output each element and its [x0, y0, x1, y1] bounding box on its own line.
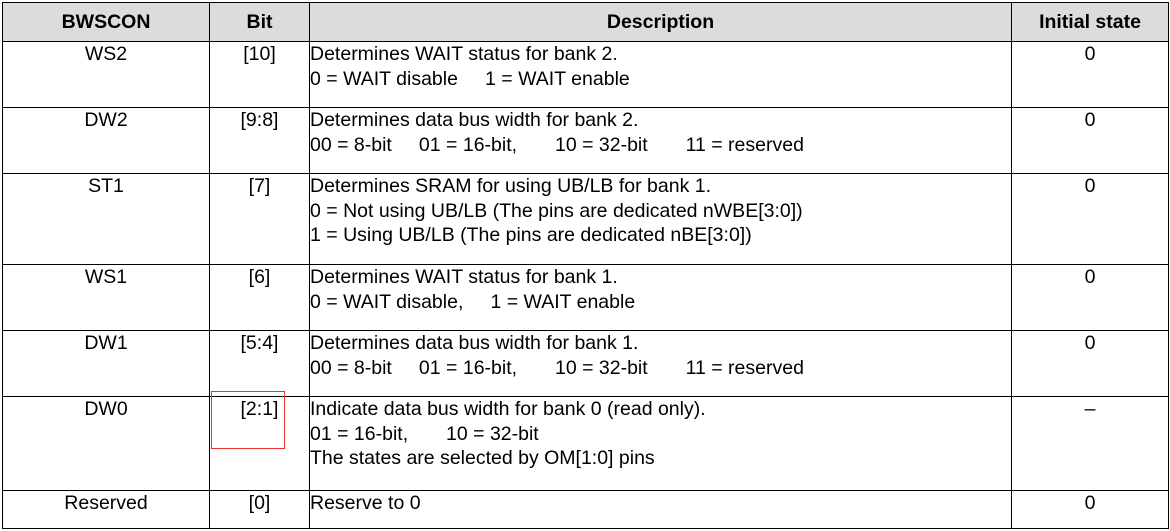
- field-bit: [0]: [209, 490, 310, 529]
- description-line: 0 = WAIT disable 1 = WAIT enable: [310, 67, 630, 90]
- field-description: Determines data bus width for bank 1. 00…: [309, 330, 1012, 397]
- table-row: WS1 [6] Determines WAIT status for bank …: [2, 264, 1169, 331]
- field-description: Reserve to 0: [309, 490, 1012, 529]
- field-description: Determines WAIT status for bank 2. 0 = W…: [309, 41, 1012, 108]
- field-initial-state: –: [1011, 396, 1169, 491]
- description-line: Determines data bus width for bank 1.: [310, 332, 639, 354]
- table-row: WS2 [10] Determines WAIT status for bank…: [2, 41, 1169, 108]
- field-bit: [5:4]: [209, 330, 310, 397]
- field-initial-state: 0: [1011, 41, 1169, 108]
- description-line: Determines SRAM for using UB/LB for bank…: [310, 175, 711, 197]
- field-bit: [6]: [209, 264, 310, 331]
- header-bit: Bit: [209, 2, 310, 42]
- description-line: 00 = 8-bit 01 = 16-bit, 10 = 32-bit 11 =…: [310, 133, 804, 156]
- description-line: 1 = Using UB/LB (The pins are dedicated …: [310, 224, 752, 246]
- table-row: DW0 [2:1] Indicate data bus width for ba…: [2, 396, 1169, 491]
- field-description: Indicate data bus width for bank 0 (read…: [309, 396, 1012, 491]
- table-row: ST1 [7] Determines SRAM for using UB/LB …: [2, 173, 1169, 265]
- field-description: Determines WAIT status for bank 1. 0 = W…: [309, 264, 1012, 331]
- field-bit: [9:8]: [209, 107, 310, 174]
- field-name: Reserved: [2, 490, 210, 529]
- field-name: DW0: [2, 396, 210, 491]
- header-initial-state: Initial state: [1011, 2, 1169, 42]
- field-bit: [2:1]: [209, 396, 310, 491]
- description-line: Determines WAIT status for bank 2.: [310, 43, 618, 65]
- description-line: Determines WAIT status for bank 1.: [310, 266, 618, 288]
- header-description: Description: [309, 2, 1012, 42]
- description-line: Reserve to 0: [310, 492, 421, 514]
- field-initial-state: 0: [1011, 107, 1169, 174]
- field-initial-state: 0: [1011, 173, 1169, 265]
- header-row: BWSCON Bit Description Initial state: [2, 2, 1169, 42]
- header-name: BWSCON: [2, 2, 210, 42]
- table-row: Reserved [0] Reserve to 0 0: [2, 490, 1169, 529]
- description-line: 01 = 16-bit, 10 = 32-bit: [310, 422, 539, 445]
- field-name: WS1: [2, 264, 210, 331]
- field-name: WS2: [2, 41, 210, 108]
- description-line: The states are selected by OM[1:0] pins: [310, 447, 655, 469]
- field-initial-state: 0: [1011, 490, 1169, 529]
- field-description: Determines data bus width for bank 2. 00…: [309, 107, 1012, 174]
- description-line: Determines data bus width for bank 2.: [310, 109, 639, 131]
- field-name: ST1: [2, 173, 210, 265]
- description-line: 00 = 8-bit 01 = 16-bit, 10 = 32-bit 11 =…: [310, 356, 804, 379]
- field-name: DW2: [2, 107, 210, 174]
- table-row: DW1 [5:4] Determines data bus width for …: [2, 330, 1169, 397]
- description-line: 0 = WAIT disable, 1 = WAIT enable: [310, 290, 636, 313]
- field-name: DW1: [2, 330, 210, 397]
- field-bit: [7]: [209, 173, 310, 265]
- description-line: Indicate data bus width for bank 0 (read…: [310, 398, 706, 420]
- description-line: 0 = Not using UB/LB (The pins are dedica…: [310, 199, 803, 222]
- field-initial-state: 0: [1011, 330, 1169, 397]
- field-initial-state: 0: [1011, 264, 1169, 331]
- field-bit: [10]: [209, 41, 310, 108]
- table-row: DW2 [9:8] Determines data bus width for …: [2, 107, 1169, 174]
- field-description: Determines SRAM for using UB/LB for bank…: [309, 173, 1012, 265]
